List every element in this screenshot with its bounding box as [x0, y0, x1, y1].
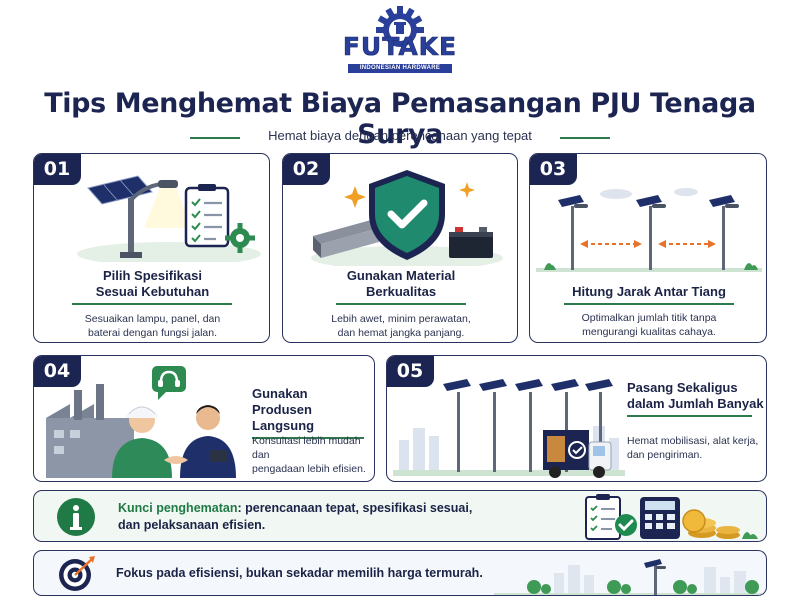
- subtitle-row: Hemat biaya dengan perencanaan yang tepa…: [0, 128, 800, 146]
- solar-pole-right: [709, 195, 739, 270]
- worker-left: [112, 406, 172, 478]
- tip-number: 01: [34, 154, 81, 185]
- title-underline: [336, 303, 466, 305]
- tip-description: Hemat mobilisasi, alat kerja, dan pengir…: [627, 435, 759, 461]
- title-underline: [72, 303, 232, 305]
- factory-icon: [46, 384, 134, 478]
- material-illustration: [311, 170, 503, 266]
- info-icon: [57, 498, 95, 536]
- title-underline: [252, 437, 364, 439]
- focus-banner-text: Fokus pada efisiensi, bukan sekadar memi…: [116, 566, 483, 580]
- tip-description: Optimalkan jumlah titik tanpa mengurangi…: [581, 312, 717, 338]
- brand-tagline: INDONESIAN HARDWARE: [348, 64, 452, 73]
- headset-chat-icon: [152, 366, 186, 400]
- gear-icon: [376, 6, 424, 47]
- solar-pole-mid: [636, 195, 666, 270]
- tip-number: 04: [34, 356, 81, 387]
- solar-street-light-icon: [77, 175, 261, 262]
- tip-title: Gunakan Produsen Langsung: [252, 386, 372, 439]
- subtitle-rule-left: [190, 137, 240, 139]
- tip-title: Pilih Spesifikasi Sesuai Kebutuhan: [34, 268, 269, 305]
- solar-street-light-icon: [644, 559, 666, 595]
- truck-icon: [543, 430, 612, 478]
- focus-banner: Fokus pada efisiensi, bukan sekadar memi…: [33, 550, 767, 596]
- tip-description: Sesuaikan lampu, panel, dan baterai deng…: [84, 313, 221, 339]
- coins-icon: [682, 509, 740, 539]
- key-lead: Kunci penghematan: [118, 501, 238, 515]
- tip-card-1: 01 Pilih Spesifi: [33, 153, 270, 343]
- page-title: Tips Menghemat Biaya Pemasangan PJU Tena…: [44, 88, 756, 150]
- person-right: [180, 405, 236, 478]
- key-banner-text: Kunci penghematan: perencanaan tepat, sp…: [118, 501, 473, 532]
- tip-card-3: 03: [529, 153, 767, 343]
- tip-number: 03: [530, 154, 577, 185]
- producer-illustration: [46, 366, 236, 478]
- tip-number: 02: [283, 154, 330, 185]
- tip-title: Pasang Sekaligus dalam Jumlah Banyak: [627, 380, 765, 417]
- tip-description: Lebih awet, minim perawatan, dan hemat j…: [331, 313, 471, 339]
- target-icon: [59, 556, 95, 591]
- title-underline: [564, 303, 734, 305]
- shield-check-icon: [369, 170, 445, 260]
- tip-number: 05: [387, 356, 434, 387]
- checklist-icon: [585, 494, 621, 540]
- tip-card-2: 02 Gunakan Material Berkualitas Lebih a: [282, 153, 518, 343]
- brand-logo: FUTAKE INDONESIAN HARDWARE: [330, 4, 470, 74]
- key-banner: Kunci penghematan: perencanaan tepat, sp…: [33, 490, 767, 542]
- tip-title: Hitung Jarak Antar Tiang: [530, 284, 766, 305]
- title-underline: [627, 415, 752, 417]
- tip-card-5: 05 Pasang Sekaligus dalam Jumlah Banyak: [386, 355, 767, 482]
- budget-illustration: [585, 494, 758, 540]
- solar-pole-left: [558, 195, 588, 270]
- brand-wordmark: FUTAKE: [342, 32, 458, 62]
- page-subtitle: Hemat biaya dengan perencanaan yang tepa…: [268, 128, 532, 143]
- gear-icon: [225, 223, 255, 253]
- battery-icon: [449, 227, 493, 258]
- calculator-icon: [640, 497, 680, 539]
- tip-title: Gunakan Material Berkualitas: [283, 268, 517, 305]
- pole-spacing-illustration: [536, 188, 762, 272]
- tip-card-4: 04 G: [33, 355, 375, 482]
- bulk-installation-illustration: [393, 379, 625, 478]
- checklist-icon: [184, 184, 230, 248]
- handshake-icon: [164, 456, 188, 464]
- city-skyline-illustration: [494, 559, 766, 595]
- tip-description: Konsultasi lebih mudah dan pengadaan leb…: [252, 435, 366, 475]
- steel-beam-icon: [313, 220, 379, 258]
- subtitle-rule-right: [560, 137, 610, 139]
- sparkle-icon: [344, 182, 475, 208]
